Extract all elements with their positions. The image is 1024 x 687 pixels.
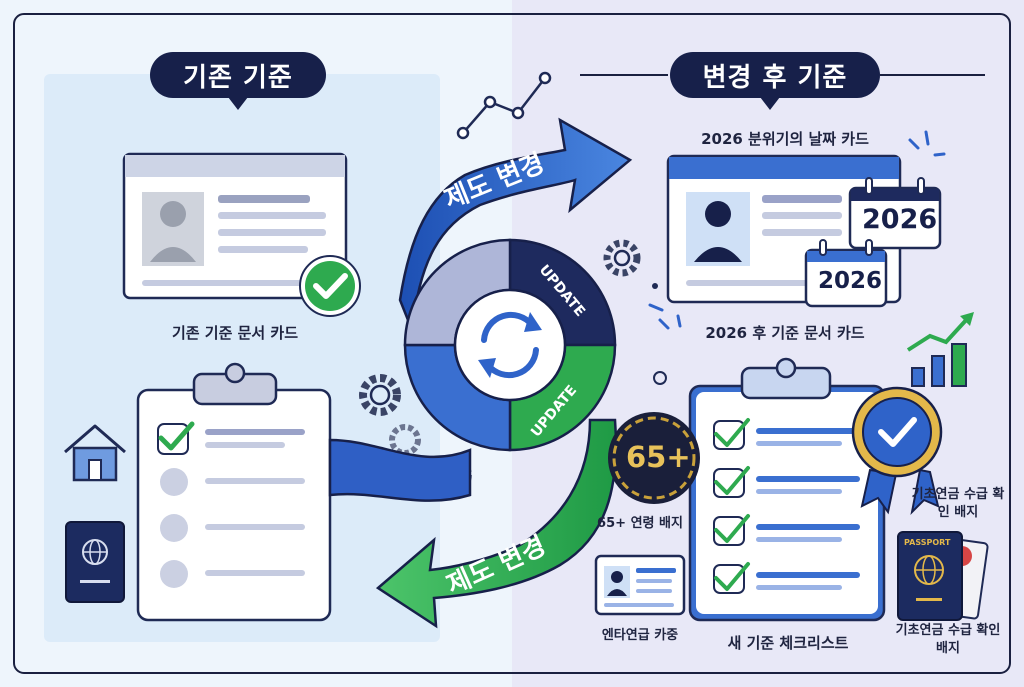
new-checklist-clipboard	[688, 357, 886, 622]
house-icon	[64, 424, 126, 482]
new-criteria-title: 변경 후 기준	[670, 52, 880, 98]
calendar-year-small: 2026	[818, 268, 883, 294]
old-criteria-title: 기존 기준	[150, 52, 326, 98]
passport-icon	[65, 521, 125, 603]
passport-document-icon	[897, 531, 989, 621]
pension-badge-caption: 기초연금 수급 확인 배지	[911, 487, 1005, 520]
calendar-year-large: 2026	[862, 204, 938, 235]
date-card-caption: 2026 분위기의 날짜 카드	[701, 130, 869, 148]
new-doc-card-caption: 2026 후 기준 문서 카드	[705, 324, 865, 342]
check-badge-icon	[299, 255, 361, 317]
bar-chart-icon	[906, 312, 974, 387]
refresh-icon	[478, 311, 542, 379]
old-checklist-clipboard	[136, 362, 332, 622]
trend-line-icon	[456, 71, 552, 140]
old-document-card	[122, 152, 348, 300]
update-cycle	[403, 238, 617, 452]
id-card-caption: 엔타연급 카중	[601, 628, 679, 643]
outer-frame	[13, 13, 1011, 674]
calendar-small-icon	[804, 239, 888, 308]
checklist-caption: 새 기준 체크리스트	[727, 634, 849, 652]
passport-caption: 기초연금 수급 확인 배지	[895, 623, 1001, 656]
age-badge-caption: 65+ 연령 배지	[597, 516, 683, 531]
passport-label: PASSPORT	[904, 538, 951, 547]
connector-band	[328, 438, 472, 502]
pension-id-card-icon	[594, 554, 686, 616]
verified-rosette-icon	[851, 386, 943, 516]
age-badge-text: 65+	[626, 440, 691, 474]
old-doc-card-caption: 기존 기준 문서 카드	[171, 324, 299, 342]
calendar-large-icon	[848, 177, 942, 250]
bottom-change-arrow	[375, 418, 618, 629]
top-change-arrow	[398, 117, 633, 331]
age-65-badge	[608, 412, 700, 504]
